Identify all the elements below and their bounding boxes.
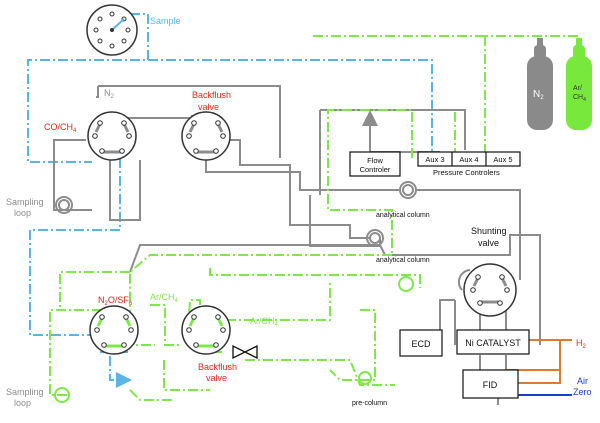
n2-cylinder-label: N2 (533, 89, 544, 101)
fid-label: FID (483, 380, 498, 390)
ar-ch4-cylinder (566, 38, 592, 130)
zero-label: Zero (573, 387, 592, 397)
aux3-label: Aux 3 (425, 155, 444, 164)
aux4-label: Aux 4 (459, 155, 478, 164)
bottom-backflush-valve (181, 305, 231, 355)
bottom-backflush-label-1: Backflush (198, 362, 237, 372)
h2-label: H2 (576, 338, 587, 350)
bottom-backflush-label-2: valve (206, 373, 227, 383)
ni-catalyst-box (456, 329, 530, 355)
co-ch4-label: CO/CH4 (44, 122, 77, 134)
pressure-controllers-label: Pressure Controlers (433, 168, 500, 177)
ni-catalyst-label: Ni CATALYST (465, 338, 521, 348)
flow-controller-label-1: Flow (367, 156, 383, 165)
ar-cylinder-label-2: CH4 (573, 94, 586, 103)
pre-column-label: pre-column (352, 400, 387, 407)
ecd-box (399, 329, 443, 357)
sampling-loop-bottom-label-1: Sampling (6, 387, 44, 397)
needle-valve-icon (232, 344, 258, 360)
sampling-loop-top-coil (55, 196, 73, 214)
sample-label: Sample (150, 16, 181, 26)
flow-controller-label-2: Controler (360, 165, 391, 174)
pressure-controllers-box (417, 151, 521, 167)
analytical-column-1-label: analytical column (376, 212, 430, 219)
ar-cylinder-label-1: Ar/ (573, 85, 582, 92)
top-backflush-valve (181, 111, 231, 161)
analytical-column-2-coil (366, 229, 384, 247)
co-ch4-valve (87, 111, 137, 161)
carrier-gas-lines (53, 85, 541, 405)
aux5-label: Aux 5 (493, 155, 512, 164)
air-label: Air (577, 376, 588, 386)
shunting-valve (457, 263, 517, 317)
ar-ch4-lines (49, 35, 578, 401)
analytical-column-2-label: analytical column (376, 257, 430, 264)
ar-ch4-label-b: Ar/CH4 (250, 316, 279, 328)
ar-ch4-label-a: Ar/CH4 (150, 292, 179, 304)
sampling-loop-top-label-1: Sampling (6, 197, 44, 207)
fid-box (462, 369, 519, 399)
n2o-sf6-label: N2O/SF6 (98, 295, 133, 307)
sampling-loop-bottom-coil (54, 387, 70, 403)
flow-controller-box (349, 151, 401, 177)
n2o-sf6-valve (89, 305, 139, 355)
ecd-label: ECD (411, 339, 431, 349)
pre-column-coil (358, 276, 414, 385)
sampling-loop-bottom-label-2: loop (14, 398, 31, 408)
n2-line-label: N2 (104, 88, 115, 100)
shunting-valve-label-2: valve (478, 238, 499, 248)
shunting-valve-label-1: Shunting (471, 226, 507, 236)
n2-cylinder (527, 38, 553, 130)
top-backflush-label-1: Backflush (192, 90, 231, 100)
sample-valve (86, 4, 138, 56)
sampling-loop-top-label-2: loop (14, 208, 31, 218)
analytical-column-1-coil (399, 181, 417, 199)
top-backflush-label-2: valve (198, 102, 219, 112)
